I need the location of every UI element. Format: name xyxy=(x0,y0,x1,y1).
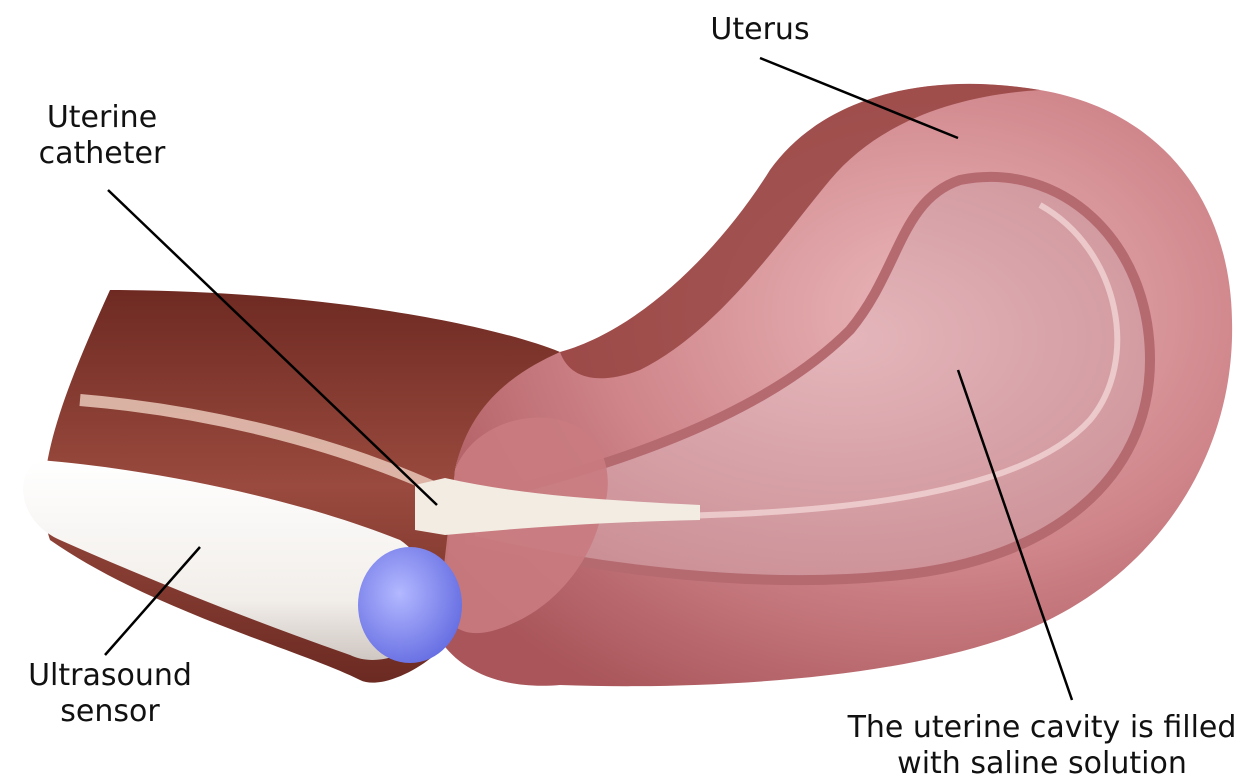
label-ultrasound-sensor-line1: Ultrasound xyxy=(10,658,210,694)
blue-dome-icon xyxy=(358,547,462,663)
label-uterus-text: Uterus xyxy=(690,12,830,48)
label-uterine-cavity-line1: The uterine cavity is filled xyxy=(830,710,1254,746)
label-uterine-cavity-line2: with saline solution xyxy=(830,746,1254,782)
label-uterus: Uterus xyxy=(690,12,830,48)
label-uterine-cavity: The uterine cavity is filled with saline… xyxy=(830,710,1254,782)
label-uterine-catheter-line1: Uterine xyxy=(22,100,182,136)
label-uterine-catheter-line2: catheter xyxy=(22,136,182,172)
label-ultrasound-sensor-line2: sensor xyxy=(10,694,210,730)
label-uterine-catheter: Uterine catheter xyxy=(22,100,182,172)
label-ultrasound-sensor: Ultrasound sensor xyxy=(10,658,210,730)
